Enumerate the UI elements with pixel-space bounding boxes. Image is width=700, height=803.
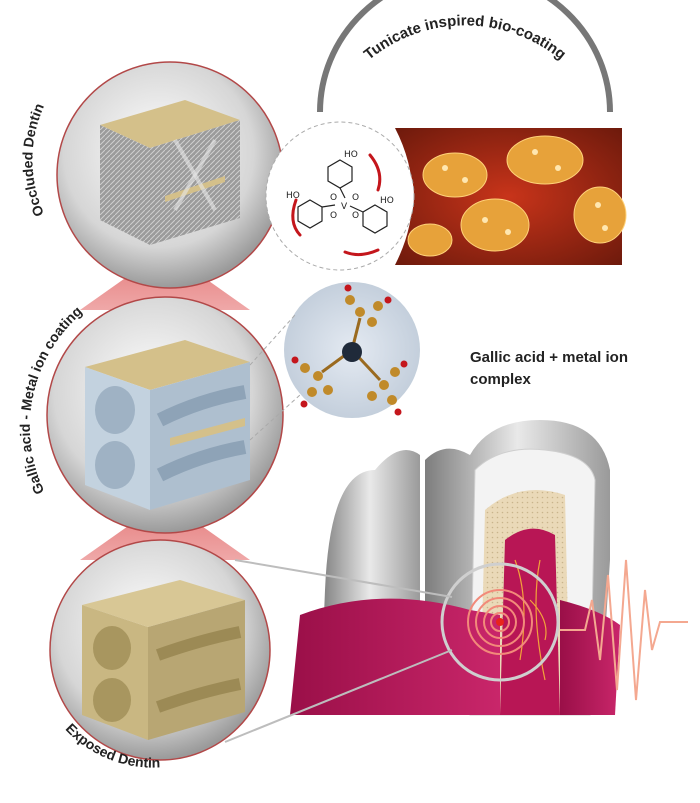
title-arc [317,0,613,113]
tooth-illustration [290,420,620,716]
complex-caption-line2: complex [470,371,531,388]
occluded-dentin-circle [56,61,284,289]
vanadium-complex-structure [265,121,415,271]
exposed-dentin-circle [49,539,271,761]
hydroxyl-label: HO [286,191,300,201]
occluded-dentin-label: Occluded Dentin [19,101,47,219]
callout-lines [249,314,301,441]
oxygen-label: O [330,211,337,221]
complex-caption-line1: Gallic acid + metal ion [470,349,628,366]
complex-caption: Gallic acid + metal ion complex [470,347,690,391]
gallic-acid-complex-model [284,282,420,418]
tunicate-photo [395,128,627,265]
hydroxyl-label: HO [380,196,394,206]
oxygen-label: O [352,193,359,203]
title-text: Tunicate inspired bio-coating [361,12,569,63]
nerve-signal-wave [560,559,688,701]
hydroxyl-label: HO [344,150,358,160]
oxygen-label: O [352,211,359,221]
stimulus-target-icon [440,562,560,682]
metal-atom-label: V [341,202,348,212]
coated-dentin-circle [46,296,284,534]
oxygen-label: O [330,193,337,203]
magnification-lines [224,559,453,743]
